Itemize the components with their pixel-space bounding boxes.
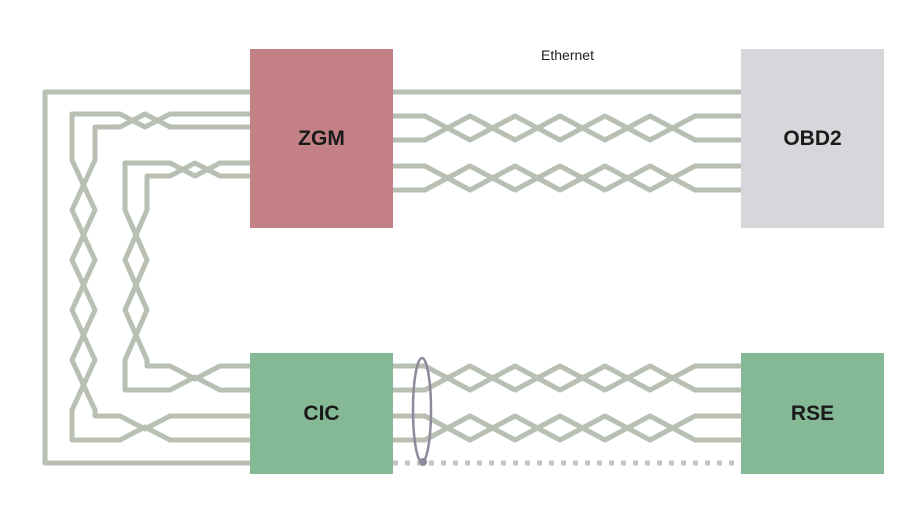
twisted-pair-cic-rse-a xyxy=(393,363,741,393)
twisted-pair-zgm-obd2-a xyxy=(393,113,741,143)
wire-zgm-cic-outer xyxy=(42,89,250,466)
twisted-pair-zgm-cic-outer xyxy=(69,111,250,443)
node-zgm: ZGM xyxy=(250,49,393,228)
node-rse-label: RSE xyxy=(790,401,835,425)
node-obd2: OBD2 xyxy=(741,49,884,228)
shield-loop xyxy=(411,356,433,464)
node-obd2-label: OBD2 xyxy=(783,126,842,150)
twisted-pair-zgm-cic-inner xyxy=(122,160,250,393)
wires xyxy=(42,89,741,466)
twisted-pair-zgm-obd2-b xyxy=(393,163,741,193)
node-rse: RSE xyxy=(741,353,884,474)
twisted-pair-zgm-obd2-a xyxy=(393,113,741,143)
ethernet-label: Ethernet xyxy=(541,47,594,63)
node-cic-label: CIC xyxy=(303,401,340,425)
twisted-pair-cic-rse-a xyxy=(393,363,741,393)
twisted-pair-cic-rse-b xyxy=(393,413,741,443)
shield-loop-connector xyxy=(419,458,427,466)
twisted-pair-cic-rse-b xyxy=(393,413,741,443)
twisted-pair-zgm-cic-inner xyxy=(122,160,250,382)
node-cic: CIC xyxy=(250,353,393,474)
twisted-pair-zgm-obd2-b xyxy=(393,163,741,193)
node-zgm-label: ZGM xyxy=(298,126,345,150)
